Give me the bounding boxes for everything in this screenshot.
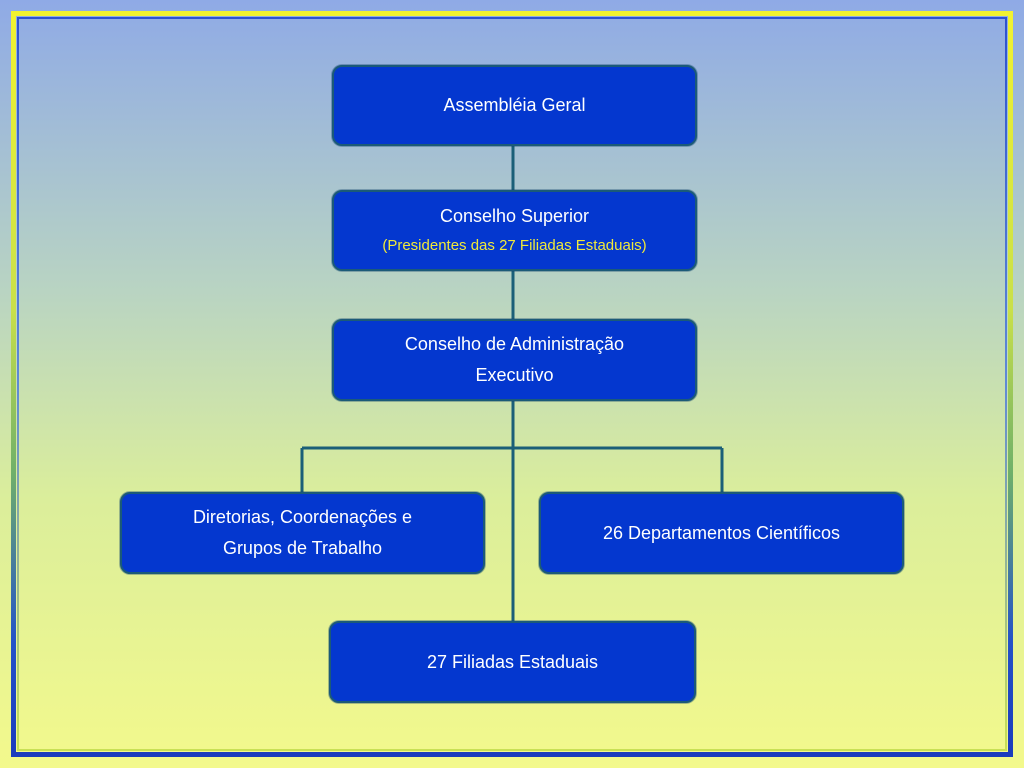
- node-conselho-superior: Conselho Superior (Presidentes das 27 Fi…: [332, 190, 697, 271]
- node-assembleia-geral: Assembléia Geral: [332, 65, 697, 146]
- node-departamentos-cientificos: 26 Departamentos Científicos: [539, 492, 904, 574]
- node-filiadas-estaduais: 27 Filiadas Estaduais: [329, 621, 696, 703]
- node-conselho-superior-sublabel: (Presidentes das 27 Filiadas Estaduais): [382, 237, 647, 254]
- node-filiadas-estaduais-label: 27 Filiadas Estaduais: [426, 651, 599, 672]
- node-conselho-administracao-line1: Conselho de Administração: [404, 334, 625, 354]
- node-assembleia-geral-label: Assembléia Geral: [443, 95, 586, 115]
- node-conselho-administracao: Conselho de Administração Executivo: [332, 319, 697, 401]
- node-conselho-superior-label: Conselho Superior: [439, 206, 590, 226]
- node-diretorias-line2: Grupos de Trabalho: [222, 538, 383, 558]
- node-conselho-administracao-line2: Executivo: [475, 365, 554, 385]
- node-departamentos-cientificos-label: 26 Departamentos Científicos: [602, 522, 841, 543]
- node-diretorias-line1: Diretorias, Coordenações e: [192, 507, 413, 527]
- node-diretorias: Diretorias, Coordenações e Grupos de Tra…: [120, 492, 485, 574]
